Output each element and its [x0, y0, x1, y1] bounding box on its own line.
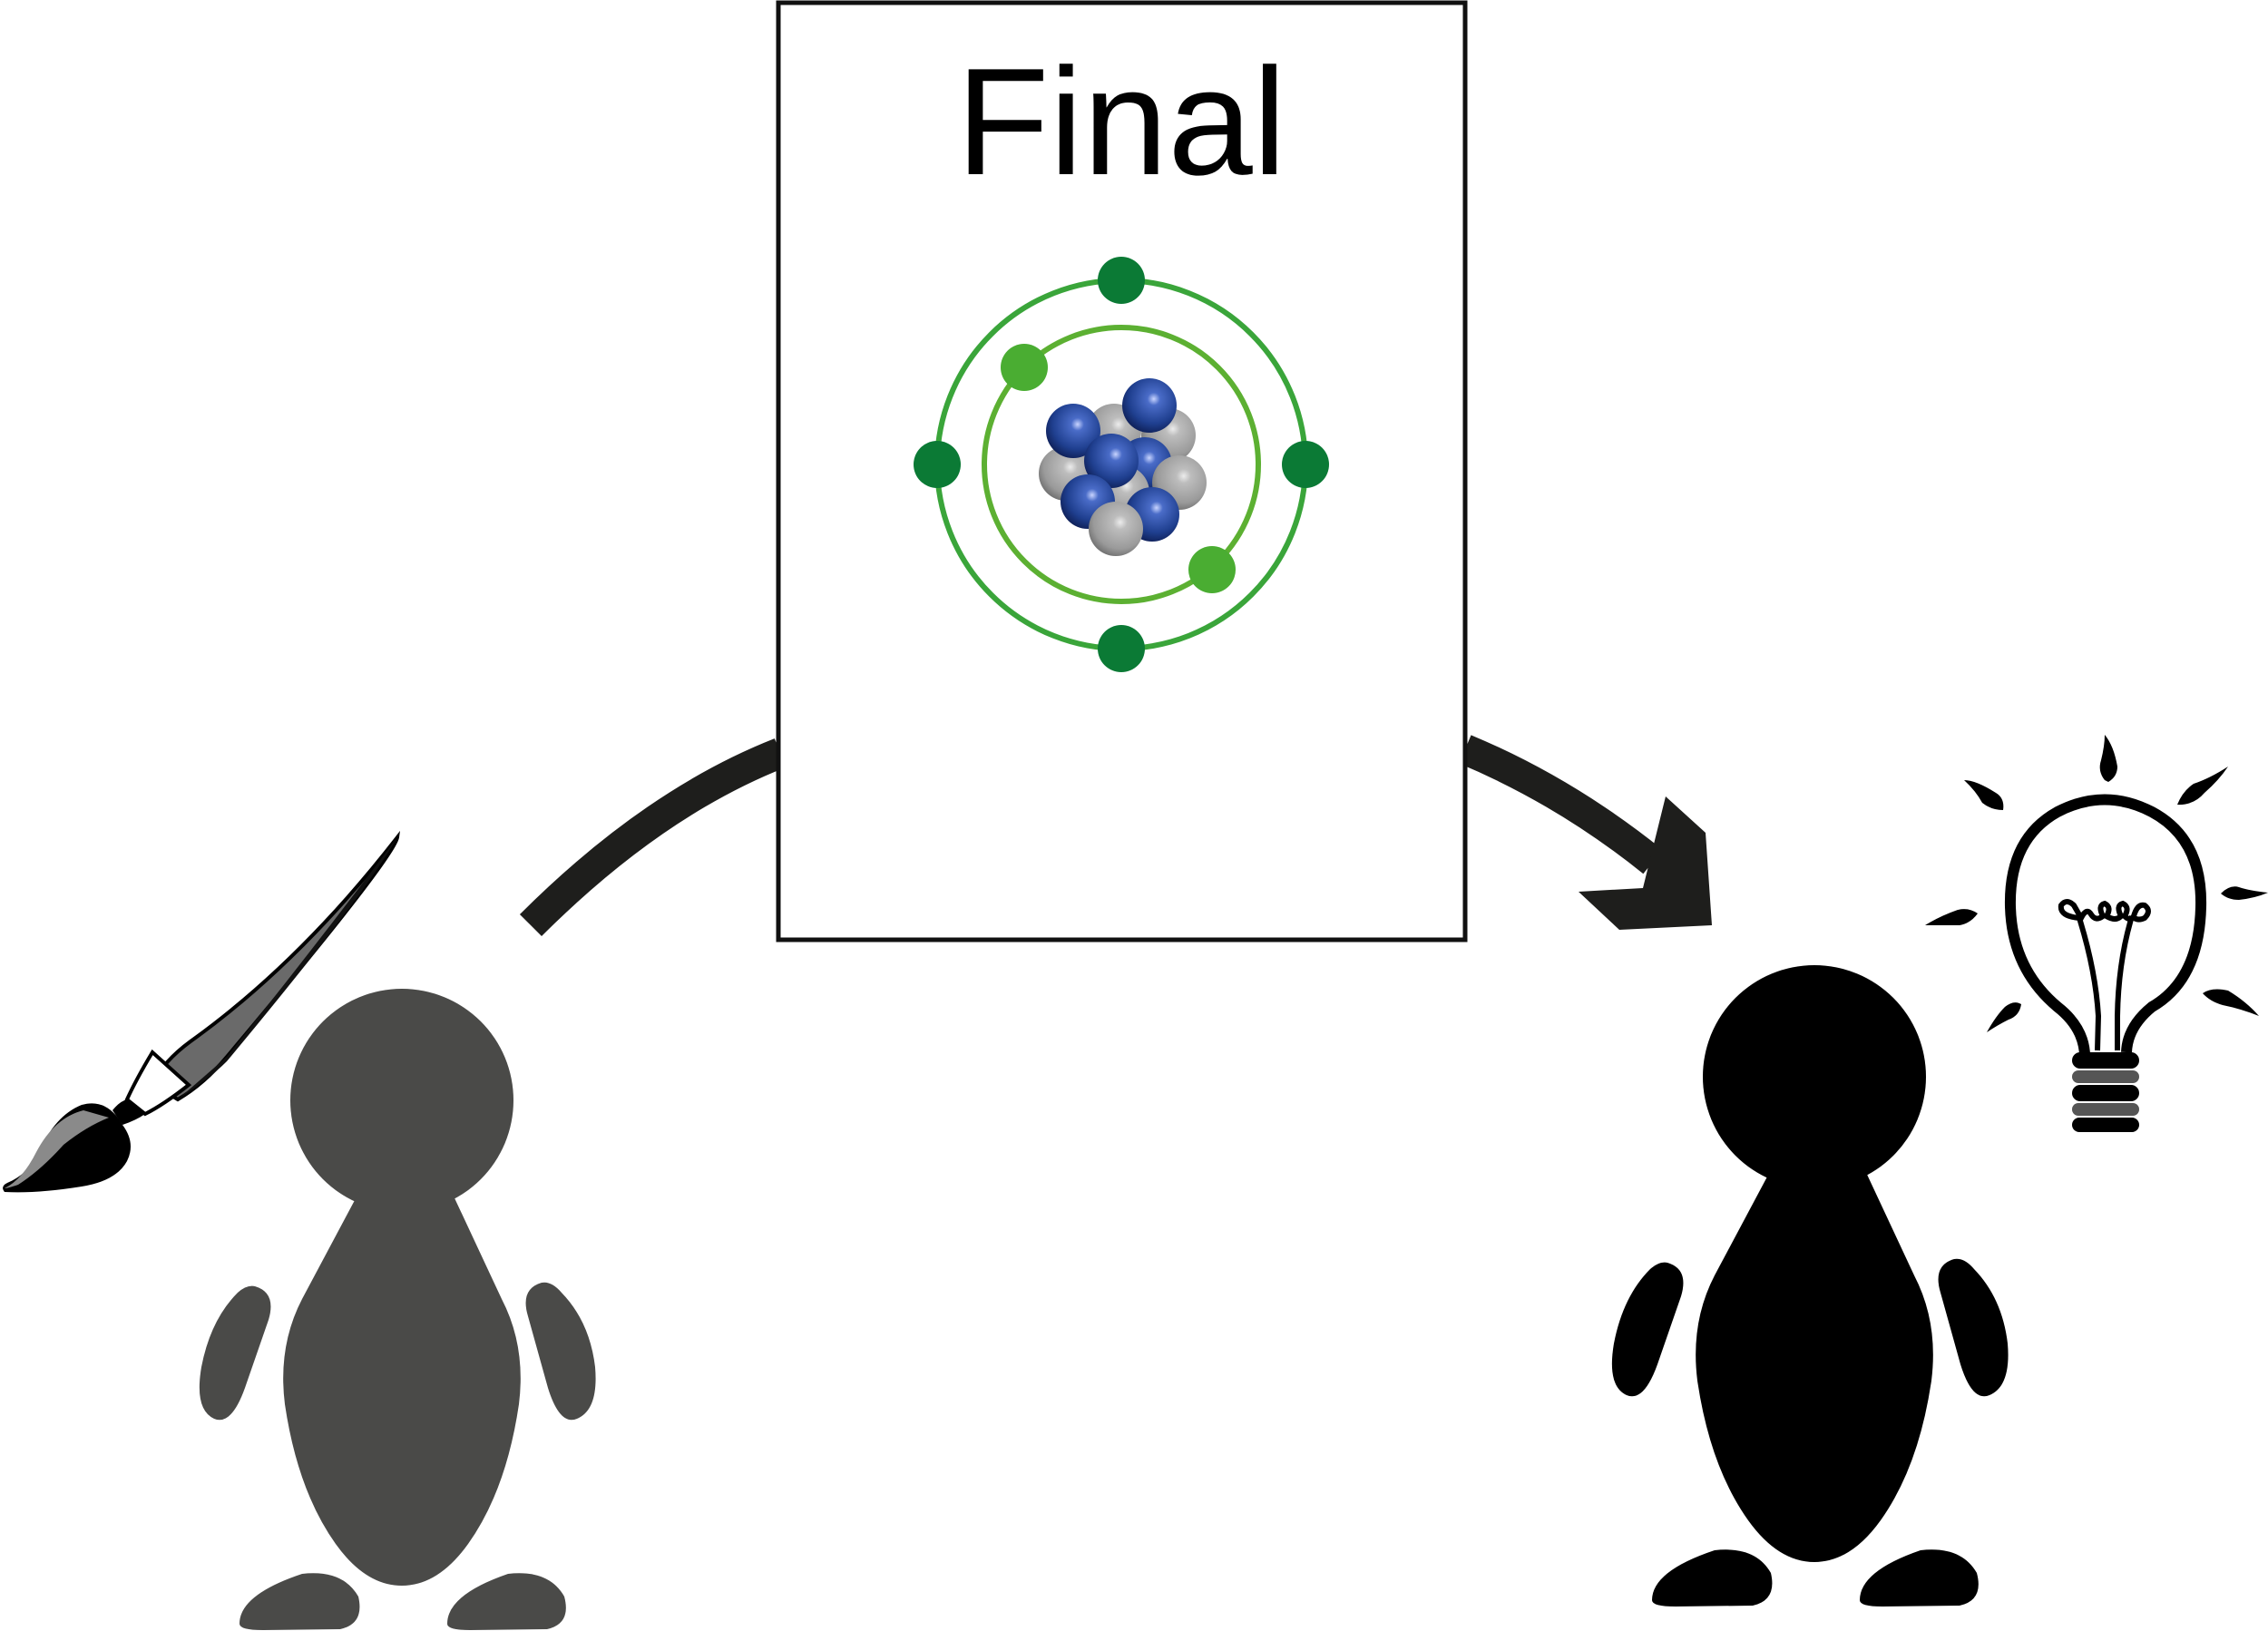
flow-arrow-left — [519, 738, 787, 937]
reader-figure — [1611, 965, 2009, 1607]
document-title: Final — [956, 36, 1286, 207]
flow-arrow-right — [1459, 735, 1712, 930]
paintbrush-icon — [3, 830, 401, 1193]
inner-electron — [1188, 546, 1236, 593]
inner-electron — [1001, 344, 1048, 391]
atom-icon — [914, 257, 1329, 672]
lightbulb-icon — [1925, 735, 2268, 1132]
outer-electron — [914, 441, 961, 488]
atom-nucleus — [1039, 378, 1207, 556]
outer-electron — [1098, 257, 1145, 304]
creator-figure — [199, 989, 596, 1630]
outer-electron — [1098, 625, 1145, 672]
outer-electron — [1282, 441, 1329, 488]
document-card: Final — [776, 0, 1468, 942]
